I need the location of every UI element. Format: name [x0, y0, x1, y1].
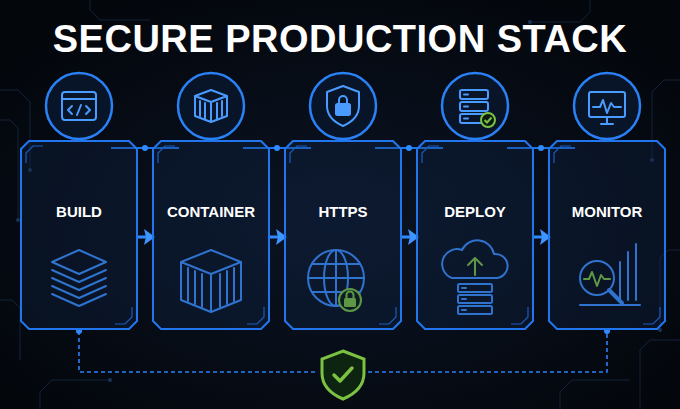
panel-outline	[20, 140, 138, 330]
panel-outline	[152, 140, 270, 330]
stage-panel: BUILD	[20, 140, 138, 330]
stage-label: BUILD	[20, 203, 138, 220]
stage-label: MONITOR	[548, 203, 666, 220]
stage-label: HTTPS	[284, 203, 402, 220]
stage-panel: CONTAINER	[152, 140, 270, 330]
title: SECURE PRODUCTION STACK	[0, 18, 680, 61]
stage-label: CONTAINER	[152, 203, 270, 220]
stage-label: DEPLOY	[416, 203, 534, 220]
panel-outline	[548, 140, 666, 330]
stage-panel: DEPLOY	[416, 140, 534, 330]
panel-outline	[416, 140, 534, 330]
stage-panel: HTTPS	[284, 140, 402, 330]
stage-panel: MONITOR	[548, 140, 666, 330]
panel-outline	[284, 140, 402, 330]
